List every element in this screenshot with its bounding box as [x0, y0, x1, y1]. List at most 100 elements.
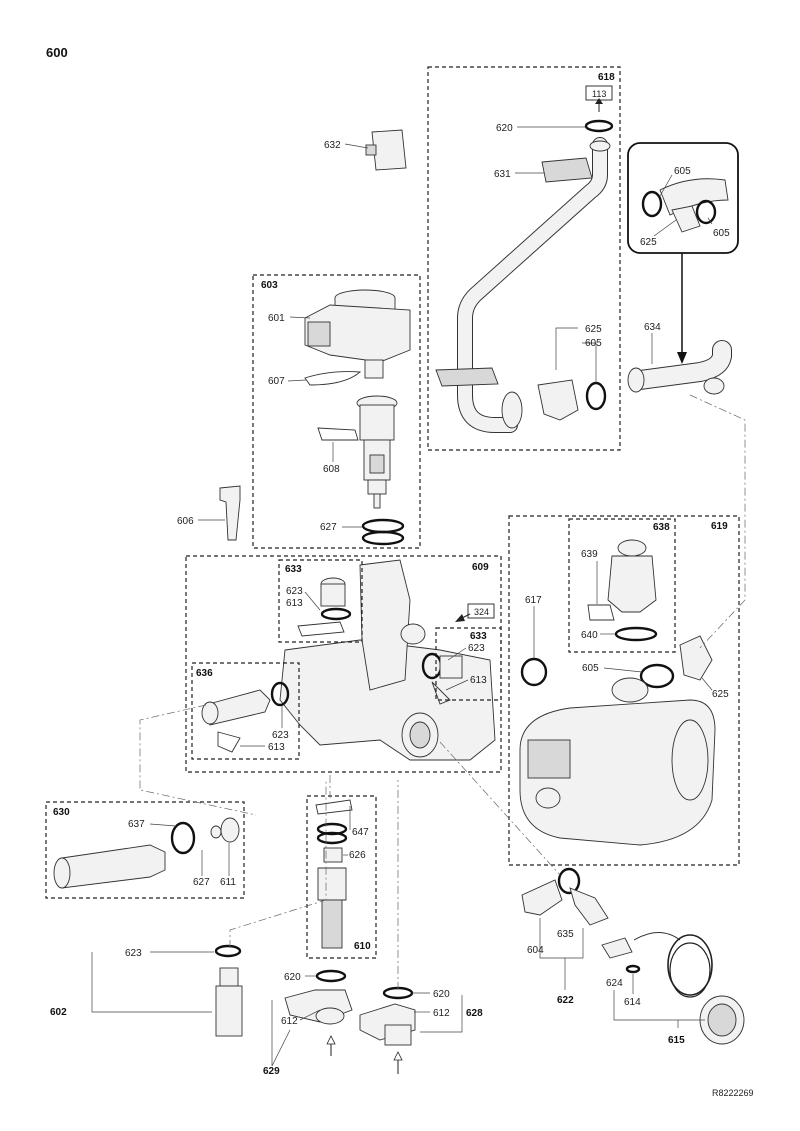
filter-630: [61, 844, 166, 889]
label-640: 640: [581, 630, 598, 641]
label-620-right: 620: [433, 989, 450, 1000]
label-623-upper: 623: [286, 586, 303, 597]
part-634: 634: [627, 322, 732, 395]
label-613-636: 613: [268, 742, 285, 753]
o-ring-605-middle: [585, 381, 607, 411]
clip-625-middle: [537, 379, 579, 421]
o-ring-614: [625, 964, 641, 974]
label-605-middle: 605: [585, 338, 602, 349]
label-611: 611: [220, 877, 236, 888]
capillary-615: [667, 934, 713, 996]
motor-601: [304, 304, 411, 363]
label-601: 601: [268, 313, 285, 324]
clip-631: [541, 157, 593, 183]
fittings-628-629: 620 612 629 620 612 628: [263, 969, 483, 1077]
label-627-top: 627: [320, 522, 337, 533]
label-626: 626: [349, 850, 366, 861]
label-620-top: 620: [496, 123, 513, 134]
clip-625-pump: [679, 635, 713, 681]
group-615: 624 614 615: [601, 932, 745, 1046]
group-label-629: 629: [263, 1066, 280, 1077]
label-625-bubble: 625: [640, 237, 657, 248]
label-635: 635: [557, 929, 574, 940]
valve-610: [321, 899, 343, 949]
pump-body: [519, 699, 716, 846]
label-623-636: 623: [272, 730, 289, 741]
group-label-636: 636: [196, 668, 213, 679]
label-612-left: 612: [281, 1016, 298, 1027]
air-vent-639: [607, 555, 657, 613]
clip-608: [317, 427, 359, 441]
label-639: 639: [581, 549, 598, 560]
label-614: 614: [624, 997, 641, 1008]
o-ring-635: [557, 867, 581, 895]
label-617: 617: [525, 595, 542, 606]
o-ring-605-pump: [639, 663, 675, 689]
label-637: 637: [128, 819, 145, 830]
group-label-622: 622: [557, 995, 574, 1006]
label-623-602: 623: [125, 948, 142, 959]
label-625-middle: 625: [585, 324, 602, 335]
label-625-pump: 625: [712, 689, 729, 700]
label-627-630: 627: [193, 877, 210, 888]
reference-code: R8222269: [712, 1088, 754, 1098]
group-label-615: 615: [668, 1035, 685, 1046]
group-label-603: 603: [261, 280, 278, 291]
group-label-630: 630: [53, 807, 70, 818]
group-633-upper: 633 623 613: [278, 559, 363, 643]
group-label-628: 628: [466, 1008, 483, 1019]
label-604: 604: [527, 945, 544, 956]
group-label-602: 602: [50, 1007, 67, 1018]
group-630: 630 637 627 611: [45, 801, 245, 899]
group-label-638: 638: [653, 522, 670, 533]
label-632: 632: [324, 140, 341, 151]
o-ring-617: 617: [520, 595, 548, 687]
group-636: 636 623 613: [191, 662, 300, 760]
label-605-bubble-b: 605: [713, 228, 730, 239]
label-634: 634: [644, 322, 661, 333]
ref-box-324: [467, 603, 495, 619]
label-623-right: 623: [468, 643, 485, 654]
label-605-bubble-a: 605: [674, 166, 691, 177]
group-label-633-upper: 633: [285, 564, 302, 575]
o-ring-637: [170, 821, 196, 855]
group-label-610: 610: [354, 941, 371, 952]
label-620-left: 620: [284, 972, 301, 983]
ref-box-324-label: 324: [474, 607, 489, 617]
group-633-right: 633 623 613: [421, 627, 502, 705]
o-ring-620-top: [584, 119, 614, 133]
label-606: 606: [177, 516, 194, 527]
group-619: 619 638 639 640 605 625: [508, 515, 740, 866]
page-number: 600: [46, 45, 68, 60]
label-624: 624: [606, 978, 623, 989]
fill-valve-602: [215, 985, 243, 1037]
part-632: 632: [324, 129, 407, 171]
label-612-right: 612: [433, 1008, 450, 1019]
connection-lines: [139, 394, 746, 990]
label-607: 607: [268, 376, 285, 387]
clip-607: [304, 371, 362, 386]
group-610: 610 647 626: [306, 795, 377, 959]
group-label-609: 609: [472, 562, 489, 573]
group-618: 618 113 620 631 625 605: [427, 66, 621, 451]
label-647: 647: [352, 827, 369, 838]
group-label-619: 619: [711, 521, 728, 532]
clip-604: [521, 879, 563, 916]
label-608: 608: [323, 464, 340, 475]
label-631: 631: [494, 169, 511, 180]
label-613-right: 613: [470, 675, 487, 686]
part-602: 623 602: [50, 944, 243, 1037]
part-606: 606: [177, 485, 241, 541]
cap-611: [220, 817, 240, 843]
o-ring-627-a: [361, 518, 405, 534]
o-ring-627-b: [361, 530, 405, 546]
label-605-pump: 605: [582, 663, 599, 674]
ref-box-113-label: 113: [592, 89, 606, 99]
detail-bubble: 605 605 625: [627, 142, 739, 364]
clip-624: [601, 937, 633, 959]
o-ring-640: [614, 626, 658, 642]
group-603: 603 601 607 608 627: [252, 274, 421, 549]
group-622: 604 635 622: [521, 867, 609, 1006]
group-label-633-right: 633: [470, 631, 487, 642]
